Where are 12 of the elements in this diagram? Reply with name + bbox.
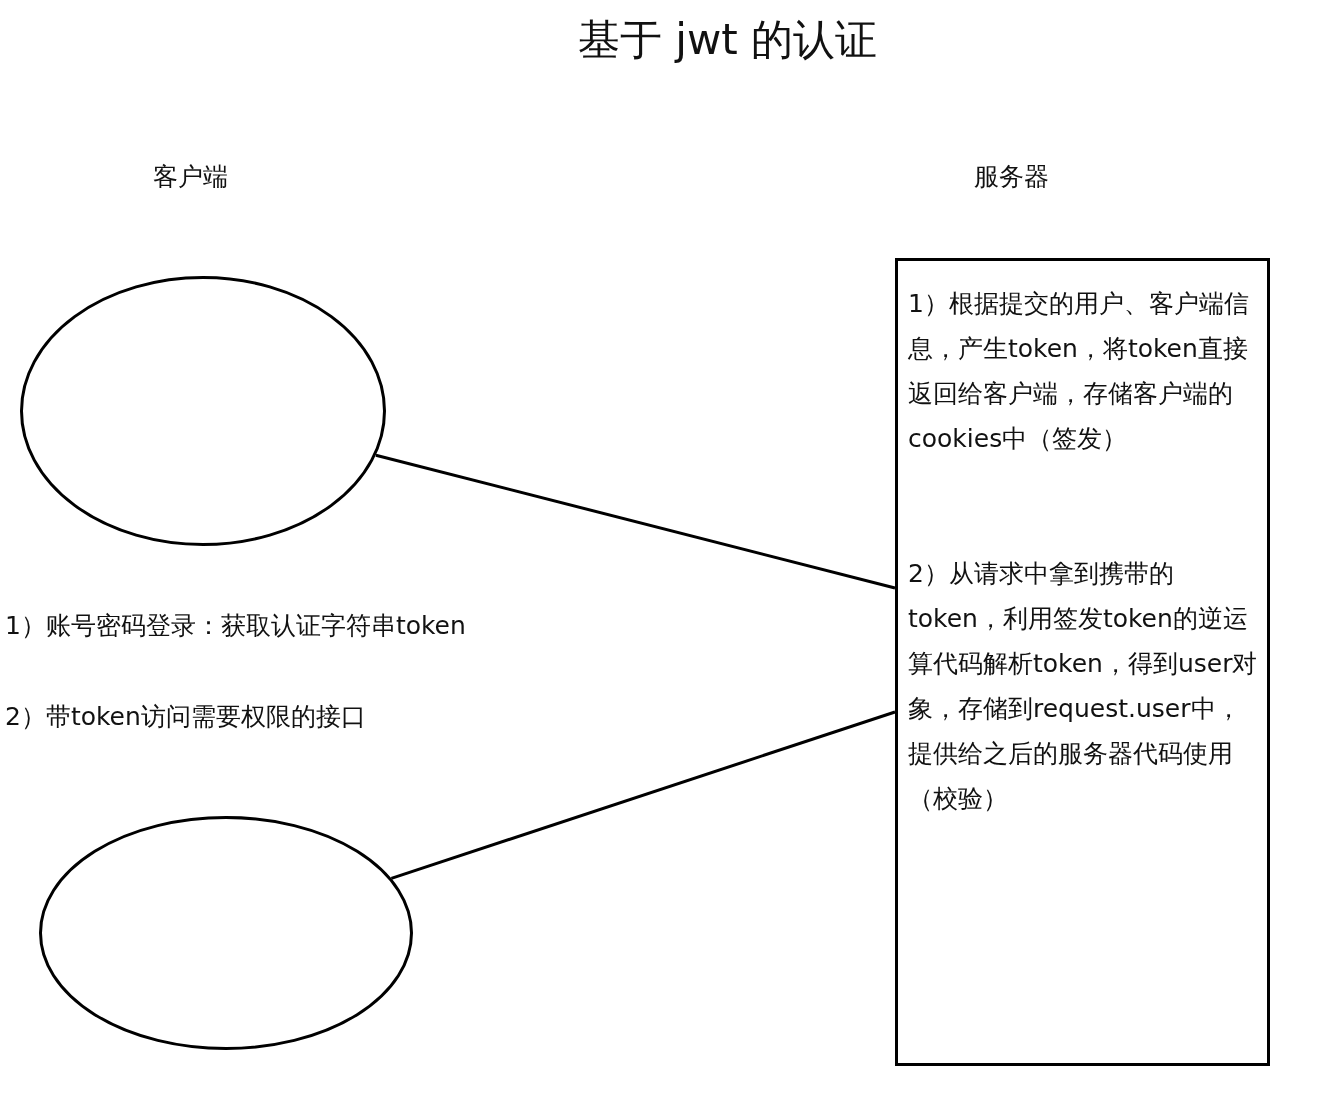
step-text: 1）根据提交的用户、客户端信息，产生token，将token直接返回给客户端，存储客户端的cookies中（签发）: [908, 288, 1250, 455]
step-text: 1）账号密码登录：获取认证字符串token: [5, 610, 466, 642]
step-text: 2）带token访问需要权限的接口: [5, 701, 366, 733]
connector-line: [390, 710, 896, 880]
connector-line: [375, 453, 896, 590]
step-text: 2）从请求中拿到携带的token，利用签发token的逆运算代码解析token，得到user对象，存储到request.user中，提供给之后的服务器代码使用（校验）: [908, 558, 1259, 815]
column-heading: 服务器: [974, 161, 1049, 193]
process-box: [895, 258, 1270, 1066]
ellipse: [39, 816, 413, 1050]
title: 基于 jwt 的认证: [578, 14, 878, 66]
ellipse: [20, 276, 386, 546]
column-heading: 客户端: [153, 161, 228, 193]
